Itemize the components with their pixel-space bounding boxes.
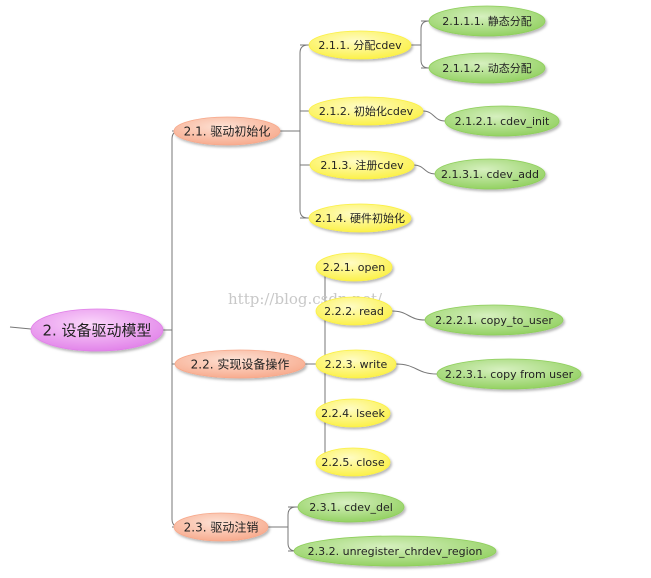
topic-node-2-1-1-label: 2.1.1. 分配cdev: [318, 39, 402, 52]
topic-node-2-2-4[interactable]: 2.2.4. lseek: [315, 398, 391, 428]
topic-node-2-1-3-1-label: 2.1.3.1. cdev_add: [441, 168, 539, 181]
topic-node-2-2-3-1-bubble: [436, 358, 582, 390]
topic-node-2-1[interactable]: 2.1. 驱动初始化: [173, 116, 281, 146]
topic-node-2-1-3-bubble: [309, 150, 415, 180]
topic-node-2-1-1-2-label: 2.1.1.2. 动态分配: [442, 62, 531, 75]
topic-node-2-1-2-bubble: [308, 96, 424, 126]
n-2-3-connector-spine: [287, 506, 297, 552]
topic-node-2-2-5-label: 2.2.5. close: [321, 456, 385, 469]
topic-node-2-1-1-bubble: [308, 30, 412, 60]
topic-node-2-1-3-1[interactable]: 2.1.3.1. cdev_add: [434, 158, 546, 190]
connector-line: [391, 310, 426, 321]
topic-node-2-1-2[interactable]: 2.1.2. 初始化cdev: [308, 96, 424, 126]
topic-node-2-1-2-label: 2.1.2. 初始化cdev: [319, 104, 414, 118]
topic-node-2-2-5-bubble: [315, 447, 391, 477]
connector-line: [422, 110, 446, 122]
topic-node-2-2-1[interactable]: 2.2.1. open: [315, 252, 393, 282]
topic-node-2-1-4[interactable]: 2.1.4. 硬件初始化: [308, 203, 412, 233]
topic-node-2-1-label: 2.1. 驱动初始化: [184, 124, 271, 138]
topic-node-2-1-1-2[interactable]: 2.1.1.2. 动态分配: [428, 52, 546, 84]
topic-node-2-1-4-label: 2.1.4. 硬件初始化: [315, 211, 405, 225]
topic-node-2-3-bubble: [173, 512, 269, 542]
topic-node-2-2-2[interactable]: 2.2.2. read: [315, 296, 393, 326]
topic-node-2-1-2-1[interactable]: 2.1.2.1. cdev_init: [444, 105, 560, 137]
n-2-1-connector-spine: [299, 44, 309, 219]
topic-node-2-3-2-label: 2.3.2. unregister_chrdev_region: [308, 545, 483, 558]
topic-node-2-1-1[interactable]: 2.1.1. 分配cdev: [308, 30, 412, 60]
topic-node-2-2-2-bubble: [315, 296, 393, 326]
root-lead-line: [9, 326, 32, 330]
topic-node-2-2-1-label: 2.2.1. open: [323, 261, 385, 274]
topic-node-2-2-3-1-label: 2.2.3.1. copy from user: [445, 368, 574, 381]
topic-node-2-2[interactable]: 2.2. 实现设备操作: [174, 349, 306, 379]
topic-node-2-2-3-label: 2.2.3. write: [325, 358, 388, 371]
topic-node-2-1-2-1-label: 2.1.2.1. cdev_init: [455, 115, 550, 128]
topic-node-2-2-label: 2.2. 实现设备操作: [191, 356, 290, 371]
topic-node-2-1-1-1[interactable]: 2.1.1.1. 静态分配: [428, 5, 546, 37]
n-2-1-1-connector-spine: [420, 20, 430, 69]
topic-node-2-2-4-bubble: [315, 398, 391, 428]
topic-node-2-1-3[interactable]: 2.1.3. 注册cdev: [309, 150, 415, 180]
topic-node-2-2-5[interactable]: 2.2.5. close: [315, 447, 391, 477]
topic-node-2-1-4-bubble: [308, 203, 412, 233]
topic-node-2-1-3-label: 2.1.3. 注册cdev: [320, 158, 404, 172]
connector-line: [395, 363, 438, 375]
root-topic-node[interactable]: 2. 设备驱动模型: [30, 308, 164, 352]
topic-node-2-3-1-bubble: [297, 491, 405, 523]
topic-node-2-3-2[interactable]: 2.3.2. unregister_chrdev_region: [293, 535, 497, 567]
topic-node-2-1-1-1-label: 2.1.1.1. 静态分配: [442, 14, 531, 28]
root-topic-node-bubble: [30, 308, 164, 352]
topic-node-2-2-4-label: 2.2.4. lseek: [321, 407, 385, 420]
connector-line: [413, 164, 436, 175]
topic-node-2-2-3-bubble: [315, 349, 397, 379]
topic-node-2-3-1-label: 2.3.1. cdev_del: [309, 501, 393, 514]
topic-node-2-2-3[interactable]: 2.2.3. write: [315, 349, 397, 379]
topic-node-2-2-2-1-bubble: [424, 304, 564, 336]
root-topic-node-label: 2. 设备驱动模型: [42, 321, 151, 339]
topic-node-2-2-1-bubble: [315, 252, 393, 282]
root-connector-spine: [171, 130, 181, 528]
topic-node-2-1-3-1-bubble: [434, 158, 546, 190]
topic-node-2-3-2-bubble: [293, 535, 497, 567]
topic-node-2-1-bubble: [173, 116, 281, 146]
topic-node-2-3-1[interactable]: 2.3.1. cdev_del: [297, 491, 405, 523]
topic-node-2-3-label: 2.3. 驱动注销: [184, 519, 259, 534]
topic-nodes: 2. 设备驱动模型 2.1. 驱动初始化 2.1.1. 分配cdev 2.1.1.1.…: [30, 5, 582, 567]
topic-node-2-2-2-1[interactable]: 2.2.2.1. copy_to_user: [424, 304, 564, 336]
topic-node-2-2-3-1[interactable]: 2.2.3.1. copy from user: [436, 358, 582, 390]
topic-node-2-1-1-2-bubble: [428, 52, 546, 84]
topic-node-2-1-2-1-bubble: [444, 105, 560, 137]
topic-node-2-2-2-label: 2.2.2. read: [324, 305, 384, 318]
topic-node-2-3[interactable]: 2.3. 驱动注销: [173, 512, 269, 542]
topic-node-2-1-1-1-bubble: [428, 5, 546, 37]
topic-node-2-2-2-1-label: 2.2.2.1. copy_to_user: [435, 314, 553, 327]
topic-node-2-2-bubble: [174, 349, 306, 379]
